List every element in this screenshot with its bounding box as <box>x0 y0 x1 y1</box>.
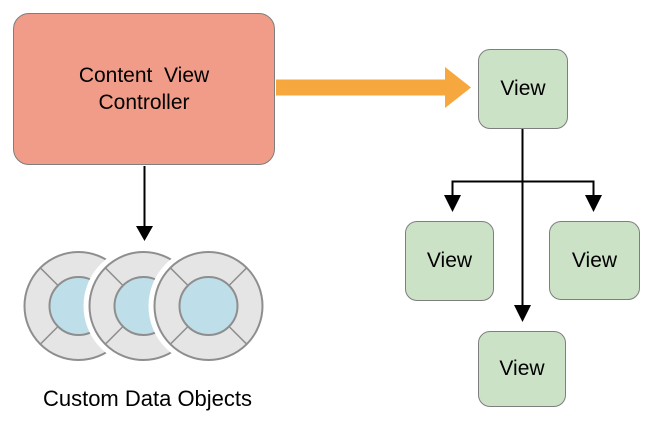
custom-data-object-icon <box>148 246 269 366</box>
controller-label-line2: Controller <box>98 91 190 114</box>
view-box-right: View <box>549 221 640 300</box>
custom-data-objects-caption: Custom Data Objects <box>42 386 253 411</box>
view-box-top: View <box>478 49 568 129</box>
content-view-controller-box: Content View Controller <box>13 13 275 165</box>
controller-to-view-arrow <box>276 67 471 108</box>
view-box-left: View <box>405 221 494 301</box>
view-label: View <box>499 357 545 380</box>
view-hierarchy-connectors <box>444 129 602 322</box>
controller-label-line1: Content View <box>78 63 210 87</box>
view-label: View <box>571 248 618 272</box>
controller-to-data-arrow <box>136 166 153 241</box>
view-box-bottom: View <box>478 331 566 407</box>
view-label: View <box>426 249 473 272</box>
view-label: View <box>500 77 546 100</box>
